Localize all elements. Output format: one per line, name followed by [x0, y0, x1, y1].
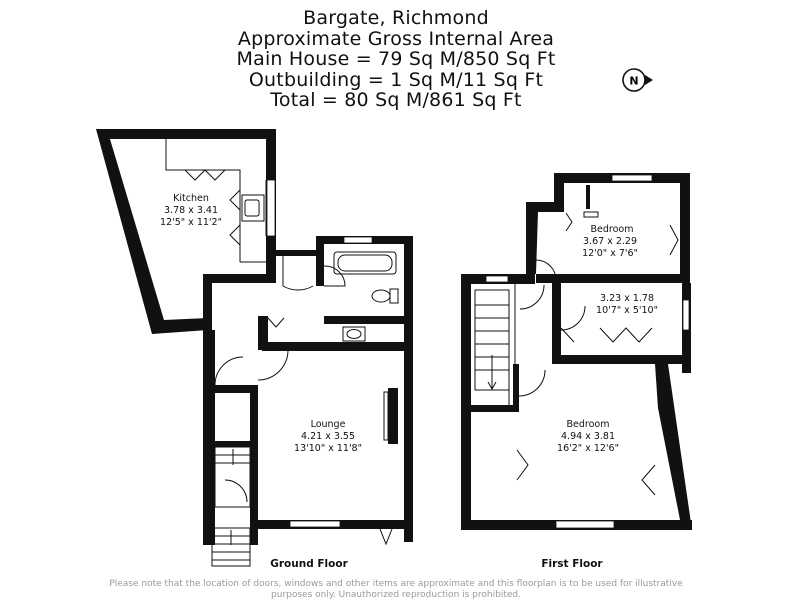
front-door	[224, 479, 248, 503]
box-room-imperial: 10'7" x 5'10"	[596, 305, 658, 316]
hall-top-wall	[276, 250, 316, 256]
lounge-left-wall	[250, 385, 258, 545]
kitchen-label: Kitchen	[173, 193, 209, 204]
bedroom-small-bottom-wall	[536, 274, 690, 283]
kitchen-metric: 3.78 x 3.41	[164, 205, 218, 216]
basin-icon	[342, 326, 366, 342]
landing-window	[485, 275, 509, 283]
hall-left-wall	[203, 330, 215, 545]
box-room-left-wall	[552, 283, 561, 361]
disclaimer-text: Please note that the location of doors, …	[109, 579, 683, 600]
plan-header: Bargate, Richmond Approximate Gross Inte…	[0, 8, 792, 111]
compass-letter: N	[629, 75, 638, 88]
large-bedroom-imperial: 16'2" x 12'6"	[557, 443, 619, 454]
large-bedroom-door	[518, 369, 546, 397]
landing-post	[513, 364, 519, 412]
first-floor-plan	[461, 173, 692, 530]
toilet-icon	[371, 288, 399, 304]
kitchen-door	[282, 256, 314, 291]
bathroom-door	[323, 265, 346, 287]
main-house-area: Main House = 79 Sq M/850 Sq Ft	[236, 48, 556, 70]
lounge-door	[257, 349, 289, 381]
kitchen-lower-wall	[208, 274, 268, 283]
lounge-window	[289, 520, 341, 528]
kitchen-window	[266, 179, 276, 237]
sink-icon	[241, 194, 265, 222]
bath-icon	[333, 251, 397, 275]
landing-wall	[471, 405, 513, 412]
large-bedroom-metric: 4.94 x 3.81	[561, 431, 615, 442]
box-room-door	[560, 305, 586, 331]
first-floor-label: First Floor	[541, 558, 603, 570]
box-room-bottom-wall	[552, 355, 691, 364]
cupboard-wall	[258, 316, 268, 350]
large-bedroom-label: Bedroom	[567, 419, 610, 430]
lounge-label: Lounge	[311, 419, 346, 430]
hall-divider-wall	[215, 385, 257, 393]
kitchen-imperial: 12'5" x 11'2"	[160, 217, 222, 228]
bathroom-bottom-wall	[324, 316, 412, 324]
first-floor-stairs-icon	[474, 284, 516, 405]
stair-top-wall	[215, 441, 257, 447]
north-arrow-icon: N	[622, 68, 653, 92]
small-bedroom-door	[535, 259, 557, 281]
bathroom-window	[343, 236, 373, 244]
bathroom-right-wall	[404, 236, 413, 346]
outbuilding-area: Outbuilding = 1 Sq M/11 Sq Ft	[248, 68, 544, 91]
kitchen-left-lower-wall	[203, 274, 212, 334]
ground-floor-label: Ground Floor	[270, 558, 348, 570]
lounge-metric: 4.21 x 3.55	[301, 431, 355, 442]
bedroom-large-right-wall	[655, 364, 692, 530]
wardrobe-icon	[599, 327, 653, 343]
bathroom-left-wall	[316, 236, 324, 286]
box-room-metric: 3.23 x 1.78	[600, 293, 654, 304]
small-bedroom-window	[611, 174, 653, 182]
lounge-top-wall	[262, 342, 412, 351]
small-bedroom-label: Bedroom	[591, 224, 634, 235]
fireplace-icon	[388, 388, 398, 444]
lounge-right-wall	[404, 342, 413, 542]
ground-floor-plan	[96, 129, 413, 567]
total-area: Total = 80 Sq M/861 Sq Ft	[270, 89, 522, 111]
stairs-icon	[211, 446, 251, 567]
small-bedroom-metric: 3.67 x 2.29	[583, 236, 637, 247]
large-bedroom-window	[555, 520, 615, 529]
first-left-wall	[461, 274, 471, 530]
kitchen-outer-wall	[96, 129, 276, 334]
box-room-window	[682, 299, 690, 331]
lounge-imperial: 13'10" x 11'8"	[294, 443, 362, 454]
small-bedroom-imperial: 12'0" x 7'6"	[582, 248, 638, 259]
property-title: Bargate, Richmond	[303, 7, 489, 29]
area-heading: Approximate Gross Internal Area	[237, 27, 555, 50]
hall-door	[214, 356, 244, 386]
